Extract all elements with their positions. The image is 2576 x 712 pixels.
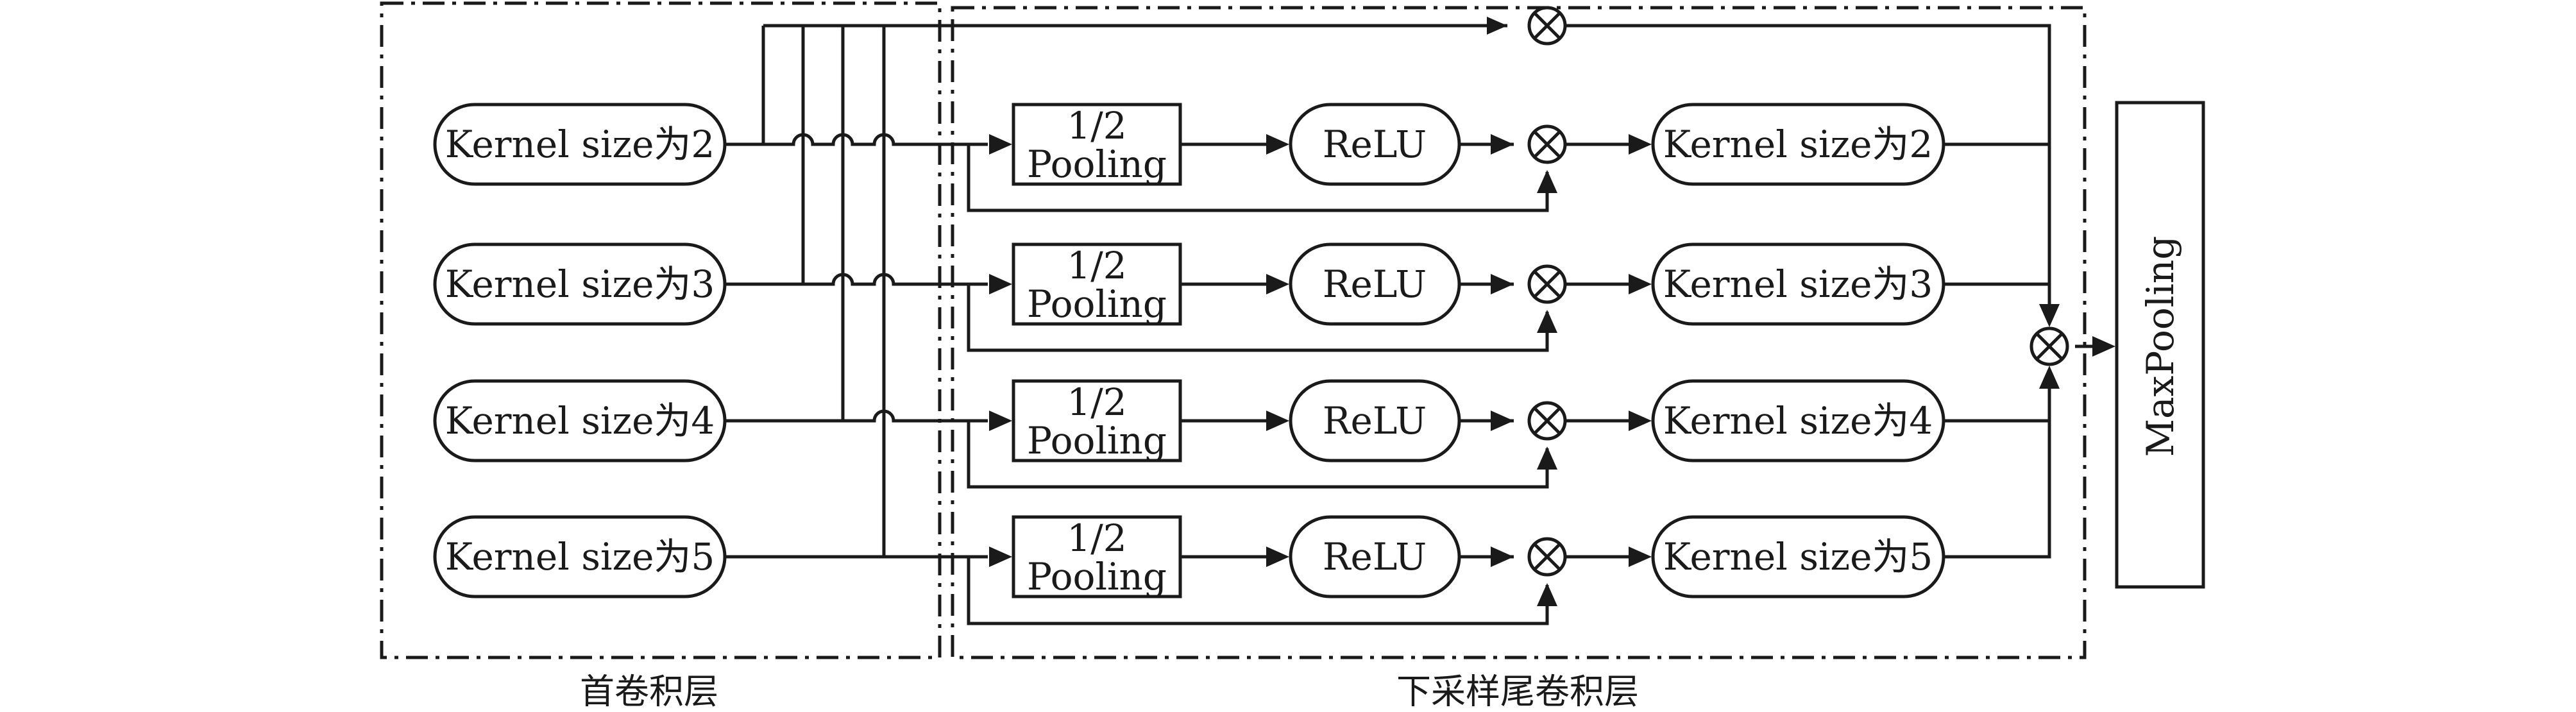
arrowhead-icon (1491, 411, 1514, 431)
pooling-block: 1/2 Pooling (1012, 242, 1182, 326)
maxpooling-node: MaxPooling (2115, 101, 2205, 589)
arrowhead-icon (989, 274, 1012, 294)
relu-label: ReLU (1323, 262, 1427, 306)
input-kernel-label: Kernel size为2 (445, 123, 715, 166)
output-kernel-4: Kernel size为4 (1651, 379, 1945, 462)
arrowhead-icon (1266, 274, 1289, 294)
pooling-label: Pooling (1027, 419, 1167, 462)
arrowhead-icon (989, 134, 1012, 155)
arrowhead-icon (1491, 547, 1514, 567)
arrowhead-icon (1537, 583, 1557, 606)
first-conv-layer-frame (380, 1, 942, 659)
arrowhead-icon (1487, 17, 1507, 35)
pooling-ratio: 1/2 (1067, 244, 1126, 287)
arrowheads (989, 17, 2115, 606)
multiply-nodes (1527, 6, 2069, 577)
output-kernel-label: Kernel size为2 (1663, 123, 1933, 166)
pooling-label: Pooling (1027, 282, 1167, 326)
output-kernel-label: Kernel size为4 (1663, 399, 1933, 443)
arrowhead-icon (1537, 310, 1557, 333)
arrowhead-icon (1629, 274, 1652, 294)
pooling-block: 1/2 Pooling (1012, 379, 1182, 462)
relu-label: ReLU (1323, 399, 1427, 443)
output-kernel-5: Kernel size为5 (1651, 515, 1945, 598)
arrowhead-icon (989, 547, 1012, 567)
pooling-ratio: 1/2 (1067, 380, 1126, 424)
output-kernel-2: Kernel size为2 (1651, 103, 1945, 186)
input-kernel-nodes: Kernel size为2 Kernel size为3 Kernel size为… (433, 103, 727, 598)
arrowhead-icon (1629, 411, 1652, 431)
relu-label: ReLU (1323, 535, 1427, 579)
pooling-block: 1/2 Pooling (1012, 103, 1182, 186)
arrowhead-icon (989, 411, 1012, 431)
relu-node: ReLU (1289, 242, 1461, 326)
circled-times-icon (1527, 124, 1567, 164)
relu-nodes: ReLU ReLU ReLU ReLU (1289, 103, 1461, 598)
arrowhead-icon (1266, 134, 1289, 155)
pooling-ratio: 1/2 (1067, 104, 1126, 148)
arrowhead-icon (1266, 547, 1289, 567)
relu-node: ReLU (1289, 515, 1461, 598)
input-kernel-label: Kernel size为3 (445, 262, 715, 306)
circled-times-icon (1527, 537, 1567, 577)
output-kernel-nodes: Kernel size为2 Kernel size为3 Kernel size为… (1651, 103, 1945, 598)
output-kernel-label: Kernel size为5 (1663, 535, 1933, 579)
circled-times-icon (2029, 326, 2069, 366)
pooling-label: Pooling (1027, 142, 1167, 186)
input-kernel-2: Kernel size为2 (433, 103, 727, 186)
arrowhead-icon (1537, 446, 1557, 470)
pooling-ratio: 1/2 (1067, 516, 1126, 560)
arrowhead-icon (1266, 411, 1289, 431)
pooling-label: Pooling (1027, 555, 1167, 598)
output-kernel-label: Kernel size为3 (1663, 262, 1933, 306)
arrowhead-icon (1491, 134, 1514, 155)
pooling-nodes: 1/2 Pooling 1/2 Pooling 1/2 Pooling 1/2 … (1012, 103, 1182, 598)
downsample-conv-layer-caption: 下采样尾卷积层 (1396, 672, 1639, 712)
arrowhead-icon (1629, 134, 1652, 155)
circled-times-icon (1527, 6, 1567, 46)
arrowhead-icon (1629, 547, 1652, 567)
arrowhead-icon (2039, 366, 2060, 389)
input-kernel-4: Kernel size为4 (433, 379, 727, 462)
pooling-block: 1/2 Pooling (1012, 515, 1182, 598)
arrowhead-icon (2092, 336, 2115, 357)
input-kernel-label: Kernel size为5 (445, 535, 715, 579)
arrowhead-icon (1491, 274, 1514, 294)
first-conv-layer-caption: 首卷积层 (580, 672, 718, 712)
input-kernel-5: Kernel size为5 (433, 515, 727, 598)
circled-times-icon (1527, 401, 1567, 441)
downsample-conv-layer-frame (951, 6, 2087, 659)
connection-wires (725, 24, 2092, 625)
arrowhead-icon (1537, 170, 1557, 193)
relu-node: ReLU (1289, 103, 1461, 186)
relu-label: ReLU (1323, 123, 1427, 166)
input-kernel-3: Kernel size为3 (433, 242, 727, 326)
output-kernel-3: Kernel size为3 (1651, 242, 1945, 326)
arrowhead-icon (2039, 304, 2060, 327)
relu-node: ReLU (1289, 379, 1461, 462)
maxpooling-label: MaxPooling (2139, 236, 2182, 457)
circled-times-icon (1527, 264, 1567, 304)
input-kernel-label: Kernel size为4 (445, 399, 715, 443)
